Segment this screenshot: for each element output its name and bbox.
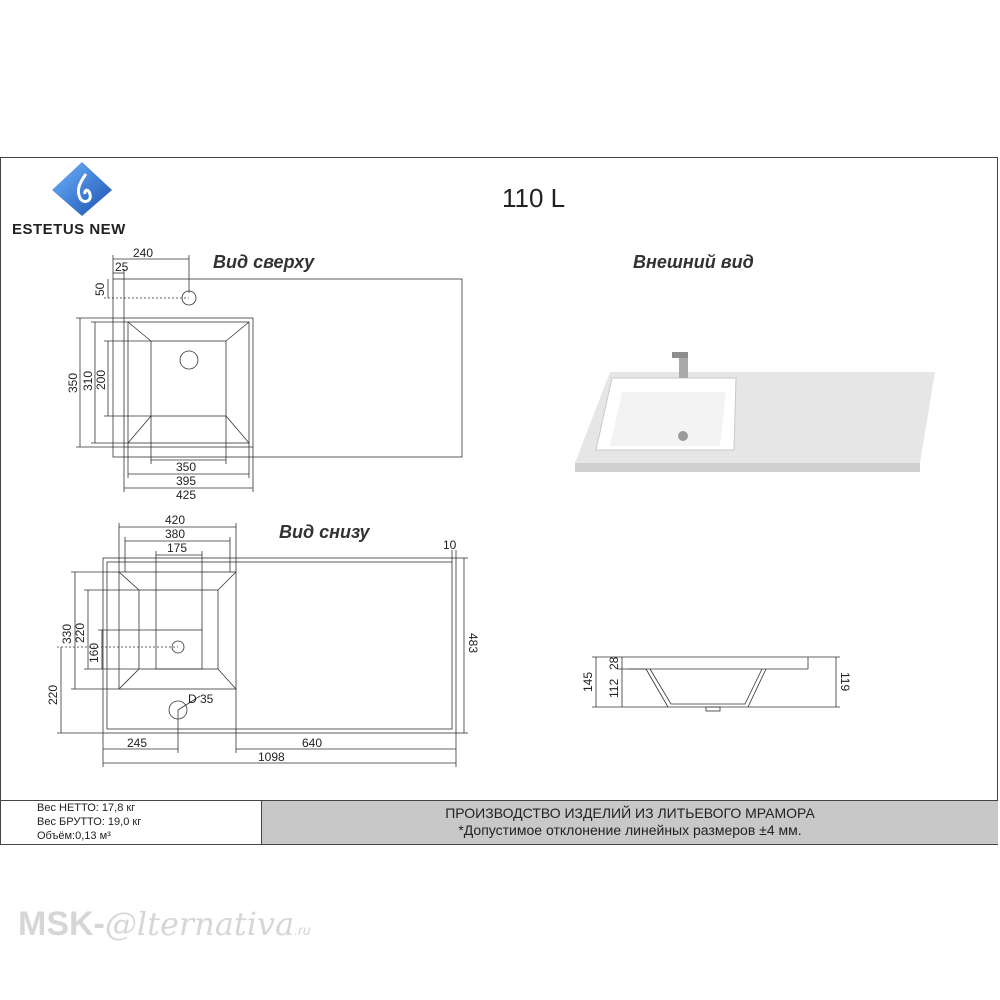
footer-line-1: ПРОИЗВОДСТВО ИЗДЕЛИЙ ИЗ ЛИТЬЕВОГО МРАМОР… [445, 805, 815, 821]
top-view-outline [112, 278, 463, 458]
top-view-bowl-bottom [150, 340, 227, 417]
dim-112: 112 [607, 679, 621, 698]
dim-330: 330 [60, 624, 74, 644]
bottom-view-drain-box [155, 629, 203, 670]
dim-220-b: 220 [46, 685, 60, 705]
bottom-view-bowl-inner [138, 589, 219, 670]
dim-25: 25 [115, 260, 129, 274]
dim-160: 160 [87, 643, 101, 663]
dim-10: 10 [443, 538, 457, 552]
model-title: 110 L [502, 183, 566, 213]
dim-425: 425 [176, 488, 196, 502]
top-view-bowl-rim [127, 321, 250, 444]
footer-banner: ПРОИЗВОДСТВО ИЗДЕЛИЙ ИЗ ЛИТЬЕВОГО МРАМОР… [262, 800, 998, 844]
dim-350-vertical: 350 [66, 373, 80, 393]
dim-119: 119 [838, 672, 852, 691]
weight-brutto: Вес БРУТТО: 19,0 кг [37, 816, 142, 828]
footer-line-2: *Допустимое отклонение линейных размеров… [458, 822, 802, 838]
specs-panel: Вес НЕТТО: 17,8 кг Вес БРУТТО: 19,0 кг О… [1, 800, 262, 844]
weight-netto: Вес НЕТТО: 17,8 кг [37, 802, 136, 814]
watermark-prefix: MSK- [18, 905, 105, 943]
top-view-bowl-outer [123, 317, 254, 448]
dim-175: 175 [167, 541, 187, 555]
dim-50: 50 [93, 282, 107, 296]
brand-name: ESTETUS NEW [12, 221, 126, 238]
dim-350-horizontal: 350 [176, 460, 196, 474]
dim-240: 240 [133, 246, 153, 260]
watermark-script: @lternativa [104, 905, 295, 943]
dim-200: 200 [94, 370, 108, 390]
dim-483: 483 [466, 633, 480, 653]
drawing-sheet [0, 157, 998, 845]
bottom-view-title: Вид снизу [279, 522, 370, 542]
watermark: MSK-@lternativa.ru [18, 905, 311, 944]
bottom-view-inner [106, 561, 453, 730]
exterior-render [575, 352, 935, 472]
dim-420: 420 [165, 513, 185, 527]
bottom-view-bowl-outer [118, 571, 237, 690]
watermark-tld: .ru [294, 922, 311, 938]
top-view-drain [179, 350, 199, 370]
top-view-title: Вид сверху [213, 252, 315, 272]
bottom-view-outline [102, 557, 457, 734]
dim-395: 395 [176, 474, 196, 488]
bottom-view-drain [171, 640, 185, 654]
water-drop-logo [52, 162, 112, 216]
exterior-view-title: Внешний вид [633, 252, 754, 272]
dim-380: 380 [165, 527, 185, 541]
dim-28: 28 [607, 656, 621, 670]
dim-d35: D 35 [188, 692, 214, 706]
dim-145: 145 [581, 672, 595, 692]
side-view-bowl [645, 668, 767, 708]
dim-640: 640 [302, 736, 322, 750]
volume: Объём:0,13 м³ [37, 830, 111, 842]
dim-1098: 1098 [258, 750, 285, 764]
dim-220-a: 220 [73, 623, 87, 643]
dim-310: 310 [81, 371, 95, 391]
dim-245: 245 [127, 736, 147, 750]
